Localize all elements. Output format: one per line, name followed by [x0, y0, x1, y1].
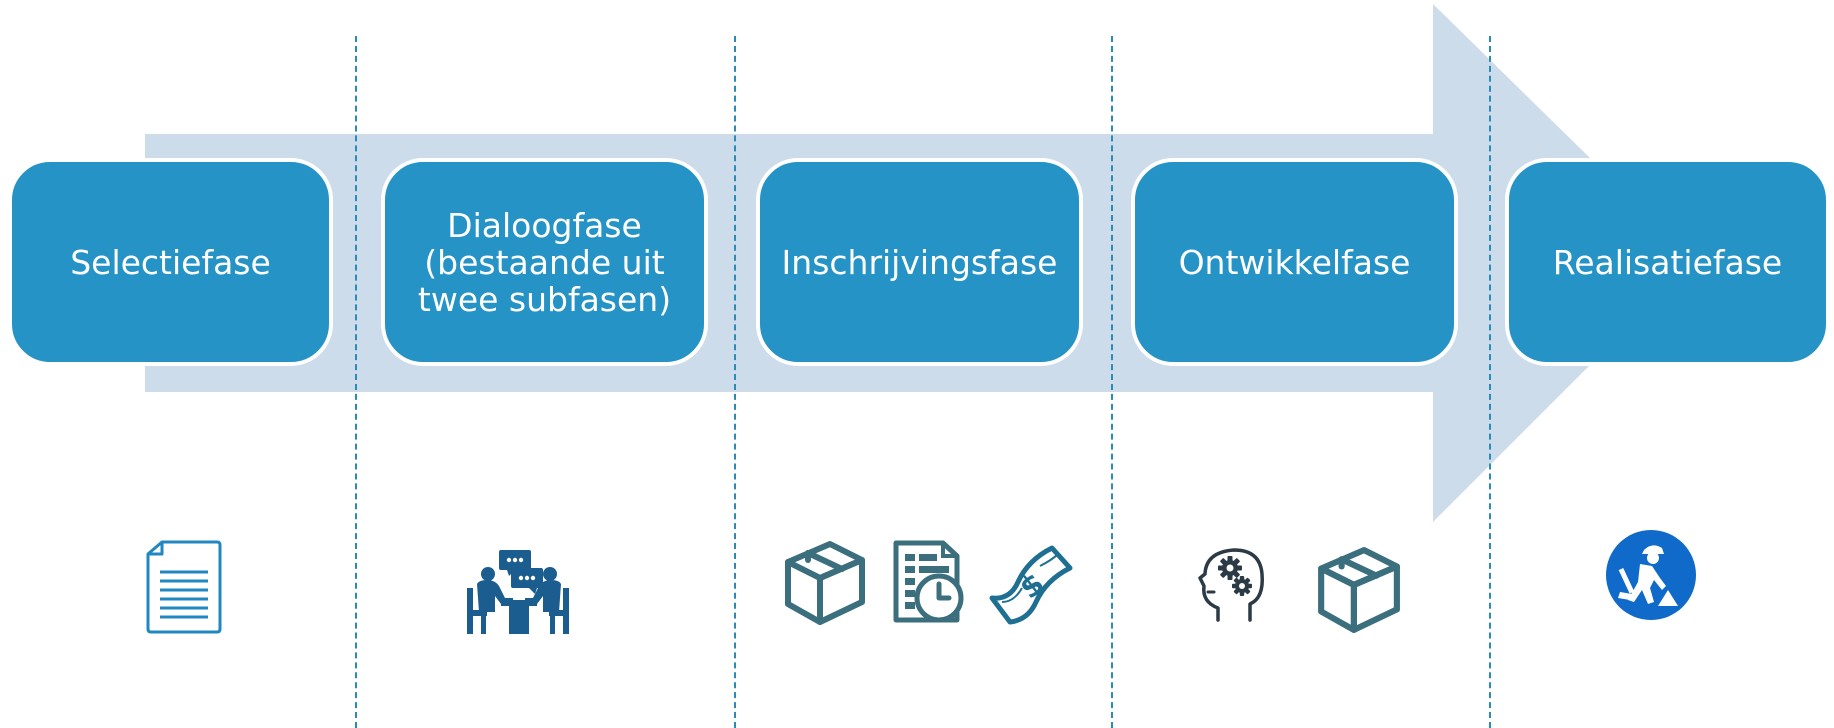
phase-divider: [355, 36, 357, 728]
head-gears-icon: [1198, 548, 1264, 622]
money-bill-icon: $: [989, 545, 1073, 625]
phase-box-selectiefase: Selectiefase: [8, 158, 333, 366]
schedule-clock-icon: [893, 540, 964, 623]
phase-box-dialoogfase: Dialoogfase (bestaande uit twee subfasen…: [381, 158, 708, 366]
phase-divider: [734, 36, 736, 728]
phase-box-realisatiefase: Realisatiefase: [1505, 158, 1830, 366]
phase-divider: [1111, 36, 1113, 728]
package-box-icon: [785, 541, 865, 625]
phase-divider: [1489, 36, 1491, 728]
construction-worker-icon: [1606, 530, 1696, 620]
phase-box-ontwikkelfase: Ontwikkelfase: [1131, 158, 1458, 366]
document-icon: [146, 540, 222, 634]
phase-box-inschrijvingsfase: Inschrijvingsfase: [756, 158, 1083, 366]
package-box-icon: [1318, 547, 1400, 633]
meeting-icon: [467, 550, 569, 634]
